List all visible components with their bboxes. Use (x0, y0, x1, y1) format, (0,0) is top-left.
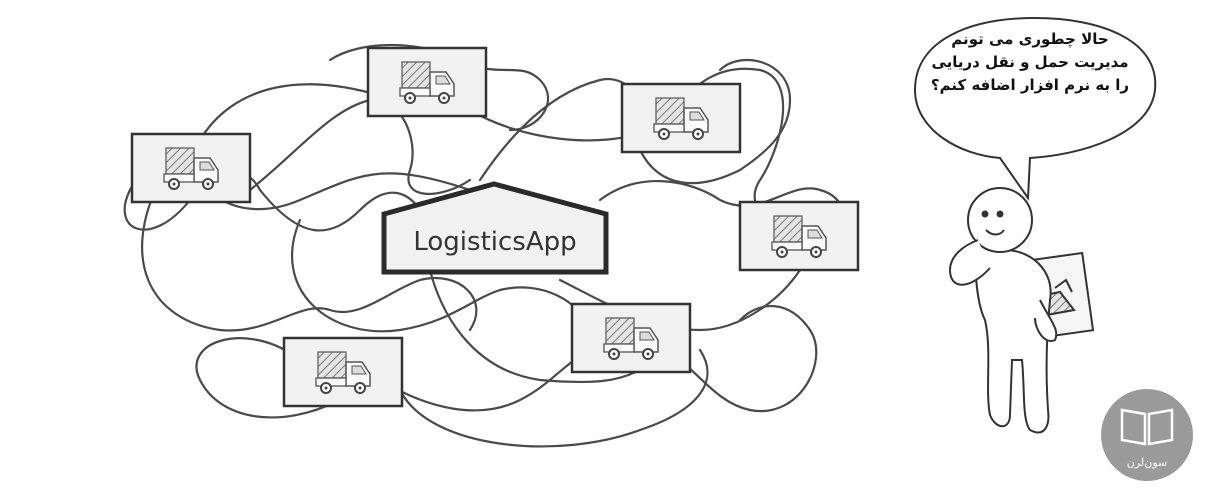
speech-line: حالا چطوری می تونم (951, 30, 1109, 48)
tangled-connections (123, 43, 848, 448)
speech-bubble (913, 16, 1157, 201)
watermark-logo: سون‌لرن (1101, 389, 1193, 481)
connection-line (558, 268, 802, 332)
truck-box (130, 132, 252, 204)
truck-box (282, 336, 404, 408)
connection-line (468, 67, 802, 252)
truck-box (620, 82, 742, 154)
character (948, 187, 1095, 434)
connection-line (428, 268, 642, 384)
truck-box (738, 200, 860, 272)
logistics-app-box: LogisticsApp (381, 181, 609, 275)
connection-line (328, 43, 550, 132)
app-label: LogisticsApp (413, 227, 576, 257)
connection-line (638, 58, 792, 185)
truck-box (570, 302, 692, 374)
connection-line (398, 348, 709, 448)
connection-line (195, 337, 342, 419)
connection-line (478, 77, 642, 182)
speech-line: را به نرم افزار اضافه کنم؟ (930, 76, 1130, 94)
connection-line (291, 218, 592, 333)
speech-bubble-text: حالا چطوری می تونم مدیریت حمل و نقل دریا… (930, 28, 1130, 97)
truck-box (366, 46, 488, 118)
book-icon (1120, 408, 1174, 446)
speech-line: مدیریت حمل و نقل دریایی (931, 53, 1129, 71)
character-head (967, 187, 1033, 253)
watermark-label: سون‌لرن (1127, 456, 1167, 469)
